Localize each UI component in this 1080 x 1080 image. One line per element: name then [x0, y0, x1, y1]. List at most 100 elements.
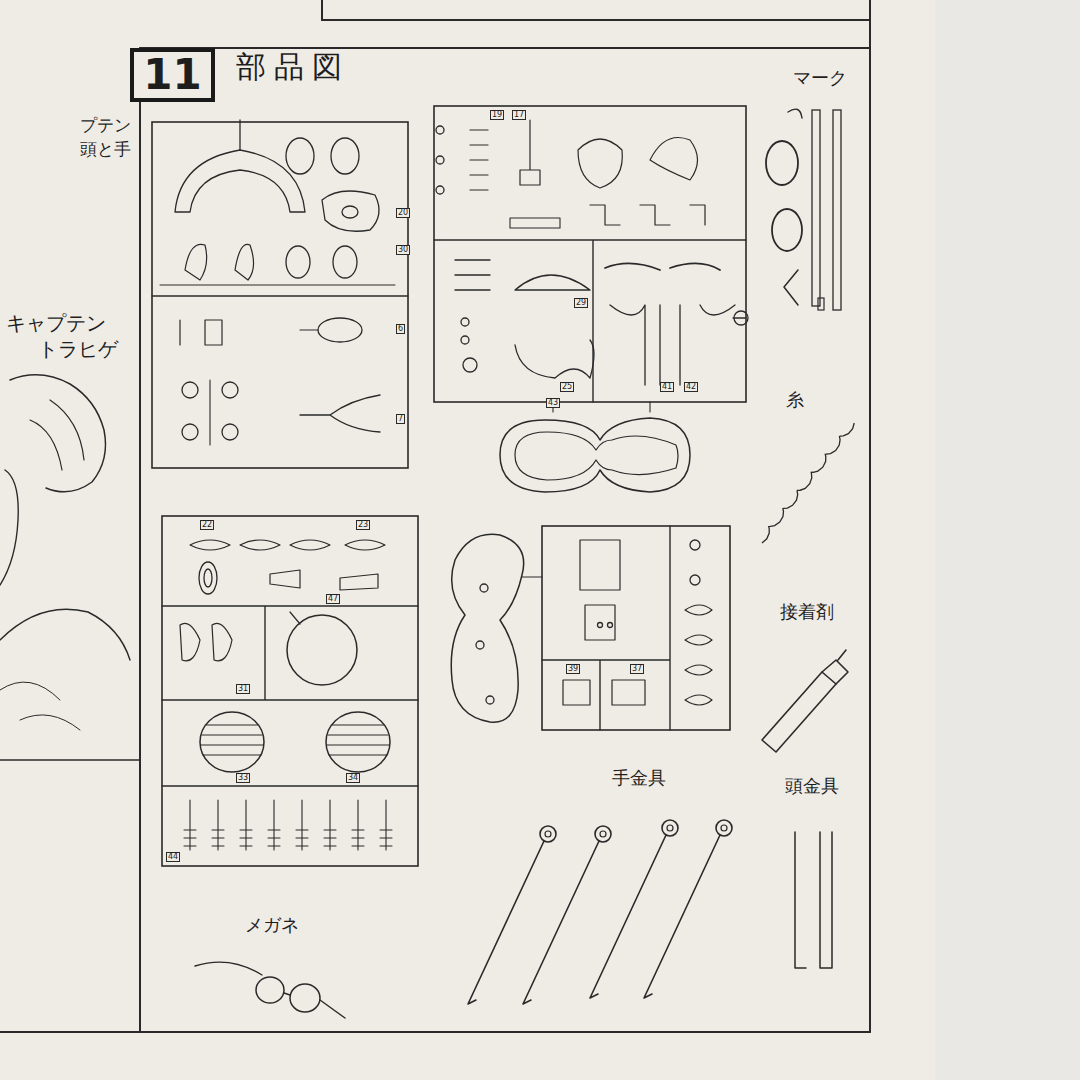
- drawn-line: [160, 285, 395, 286]
- drawn-line: [380, 800, 392, 850]
- part-number: 37: [630, 664, 644, 674]
- drawn-line: [784, 270, 798, 305]
- drawn-line: [152, 295, 408, 296]
- drawn-circle: [734, 311, 748, 325]
- drawn-circle: [716, 820, 732, 836]
- drawn-line: [0, 1031, 870, 1033]
- drawn-line: [270, 570, 378, 590]
- drawn-part: [199, 562, 217, 594]
- drawn-circle: [222, 382, 238, 398]
- part-number: 47: [326, 594, 340, 604]
- drawn-line: [300, 395, 380, 432]
- drawn-part: [204, 569, 212, 587]
- drawn-line: [0, 682, 80, 730]
- drawn-line: [869, 0, 871, 1032]
- drawn-line: [788, 109, 802, 118]
- drawn-part: [331, 138, 359, 174]
- sprue-frame: [152, 122, 408, 468]
- drawn-line: [515, 432, 678, 480]
- part-number: 42: [684, 382, 698, 392]
- drawn-circle: [540, 826, 556, 842]
- drawn-circle: [600, 831, 606, 837]
- drawn-circle: [436, 126, 444, 134]
- part-number: 31: [236, 684, 250, 694]
- drawn-line: [201, 725, 389, 755]
- drawn-line: [139, 48, 141, 1032]
- drawn-part: [318, 318, 362, 342]
- drawn-line: [553, 402, 650, 412]
- drawn-line: [190, 540, 280, 550]
- thread-drawing: [762, 423, 854, 543]
- drawn-line: [822, 650, 848, 684]
- drawn-line: [290, 540, 385, 550]
- part-name: マーク: [793, 68, 847, 89]
- part-name: 手金具: [612, 768, 666, 789]
- drawn-line: [322, 191, 379, 231]
- drawn-line: [578, 139, 622, 188]
- sprue-frame: [818, 298, 824, 310]
- drawn-line: [434, 240, 746, 402]
- drawn-line: [523, 841, 599, 1004]
- sprue-frame: [833, 110, 841, 310]
- drawn-line: [180, 623, 232, 661]
- sprue-frame: [162, 516, 418, 866]
- drawn-line: [321, 0, 323, 20]
- drawn-line: [0, 470, 18, 585]
- drawn-line: [610, 305, 735, 385]
- drawn-circle: [690, 540, 700, 550]
- part-name: メガネ: [245, 915, 299, 936]
- part-number: 34: [346, 773, 360, 783]
- part-number: 19: [490, 110, 504, 120]
- drawn-line: [520, 120, 540, 185]
- drawn-circle: [461, 318, 469, 326]
- drawn-line: [733, 317, 746, 318]
- drawn-line: [322, 19, 870, 21]
- drawn-part: [286, 138, 314, 174]
- drawn-line: [515, 340, 594, 378]
- drawn-circle: [662, 820, 678, 836]
- drawn-circle: [182, 382, 198, 398]
- drawn-circle: [461, 336, 469, 344]
- drawn-circle: [545, 831, 551, 837]
- drawn-line: [162, 606, 418, 786]
- drawn-circle: [222, 424, 238, 440]
- drawn-line: [300, 329, 318, 330]
- drawn-line: [195, 962, 262, 975]
- drawn-part: [286, 246, 310, 278]
- drawn-line: [30, 400, 84, 470]
- drawn-line: [175, 150, 305, 212]
- part-number: 33: [236, 773, 250, 783]
- drawn-circle: [182, 424, 198, 440]
- drawn-circle: [595, 826, 611, 842]
- drawn-circle: [690, 575, 700, 585]
- part-name: 頭と手: [80, 140, 131, 160]
- part-number: 17: [512, 110, 526, 120]
- drawn-line: [644, 835, 720, 998]
- drawn-circle: [721, 825, 727, 831]
- drawn-part: [200, 712, 264, 772]
- part-number: 25: [560, 382, 574, 392]
- drawn-line: [762, 672, 836, 752]
- drawn-circle: [436, 156, 444, 164]
- part-number: 39: [566, 664, 580, 674]
- drawn-line: [451, 534, 523, 722]
- drawn-line: [580, 540, 620, 640]
- sprue-frame: [812, 110, 820, 306]
- drawn-line: [184, 800, 196, 850]
- drawn-line: [239, 120, 240, 150]
- drawn-part: [256, 977, 284, 1003]
- drawn-line: [0, 609, 130, 660]
- part-name: プテン: [80, 116, 131, 136]
- drawn-line: [284, 993, 345, 1018]
- drawn-part: [333, 246, 357, 278]
- drawn-circle: [476, 641, 484, 649]
- drawn-line: [290, 612, 300, 624]
- drawn-circle: [486, 696, 494, 704]
- drawn-line: [268, 800, 280, 850]
- drawn-line: [468, 841, 544, 1004]
- drawn-line: [240, 800, 252, 850]
- drawn-line: [510, 218, 560, 228]
- part-number: 23: [356, 520, 370, 530]
- part-number: 41: [660, 382, 674, 392]
- drawn-line: [455, 260, 490, 290]
